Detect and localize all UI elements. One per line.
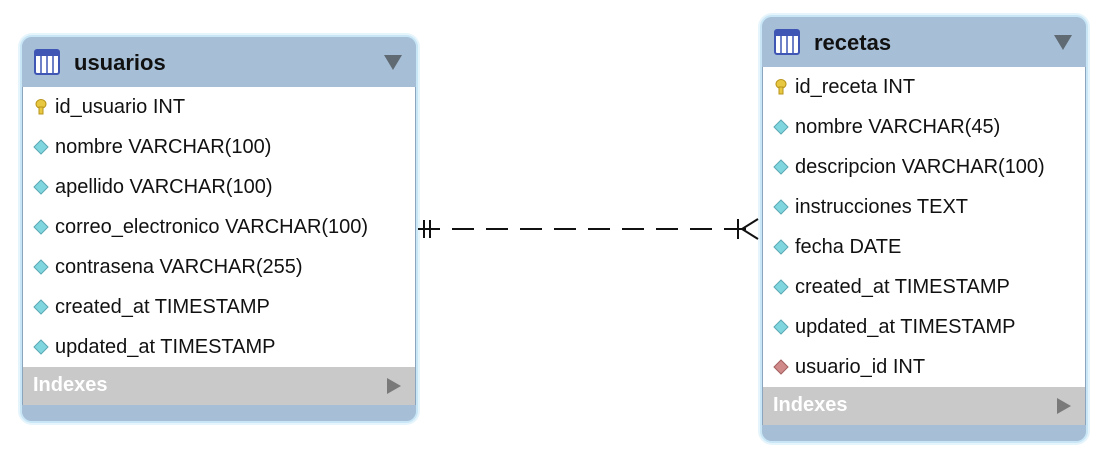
column-label: nombre VARCHAR(45): [795, 116, 1001, 138]
column-row[interactable]: id_receta INT: [763, 67, 1085, 107]
column-row[interactable]: updated_at TIMESTAMP: [23, 327, 415, 367]
column-list: id_receta INT nombre VARCHAR(45) descrip…: [762, 67, 1086, 387]
column-label: correo_electronico VARCHAR(100): [55, 216, 369, 238]
table-footer: [22, 405, 416, 421]
column-label: created_at TIMESTAMP: [795, 276, 1010, 298]
expand-arrow-icon[interactable]: [387, 378, 401, 394]
column-row[interactable]: correo_electronico VARCHAR(100): [23, 207, 415, 247]
collapse-arrow-icon[interactable]: [384, 55, 402, 70]
column-label: descripcion VARCHAR(100): [795, 156, 1045, 178]
table-recetas[interactable]: recetas id_receta INT nombre VARCHAR(45)…: [760, 15, 1088, 443]
table-usuarios[interactable]: usuarios id_usuario INT nombre VARCHAR(1…: [20, 35, 418, 423]
column-label: contrasena VARCHAR(255): [55, 256, 303, 278]
column-diamond-icon: [773, 239, 789, 255]
table-icon: [774, 29, 800, 55]
column-diamond-icon: [773, 199, 789, 215]
column-label: instrucciones TEXT: [795, 196, 969, 218]
column-label: apellido VARCHAR(100): [55, 176, 273, 198]
column-diamond-icon: [773, 119, 789, 135]
column-label: usuario_id INT: [795, 356, 926, 378]
column-diamond-icon: [33, 219, 49, 235]
table-title: usuarios: [74, 50, 166, 75]
column-diamond-icon: [773, 159, 789, 175]
relationship-connector[interactable]: [414, 214, 762, 244]
table-icon: [34, 49, 60, 75]
table-footer: [762, 425, 1086, 441]
column-diamond-icon: [33, 139, 49, 155]
column-row[interactable]: apellido VARCHAR(100): [23, 167, 415, 207]
crows-foot-icon: [740, 218, 759, 240]
collapse-arrow-icon[interactable]: [1054, 35, 1072, 50]
column-row[interactable]: id_usuario INT: [23, 87, 415, 127]
column-row[interactable]: created_at TIMESTAMP: [763, 267, 1085, 307]
column-row[interactable]: updated_at TIMESTAMP: [763, 307, 1085, 347]
column-diamond-icon: [33, 259, 49, 275]
column-label: updated_at TIMESTAMP: [55, 336, 276, 358]
column-label: fecha DATE: [795, 236, 902, 258]
primary-key-icon: [35, 99, 47, 115]
column-label: created_at TIMESTAMP: [55, 296, 270, 318]
column-diamond-icon: [33, 339, 49, 355]
expand-arrow-icon[interactable]: [1057, 398, 1071, 414]
column-label: updated_at TIMESTAMP: [795, 316, 1016, 338]
column-row[interactable]: contrasena VARCHAR(255): [23, 247, 415, 287]
column-row[interactable]: nombre VARCHAR(45): [763, 107, 1085, 147]
column-row[interactable]: nombre VARCHAR(100): [23, 127, 415, 167]
column-row[interactable]: descripcion VARCHAR(100): [763, 147, 1085, 187]
indexes-section[interactable]: Indexes: [762, 387, 1086, 425]
column-row[interactable]: instrucciones TEXT: [763, 187, 1085, 227]
column-label: nombre VARCHAR(100): [55, 136, 272, 158]
column-row[interactable]: created_at TIMESTAMP: [23, 287, 415, 327]
column-diamond-icon: [773, 279, 789, 295]
table-title: recetas: [814, 30, 892, 55]
indexes-label: Indexes: [33, 374, 108, 396]
column-diamond-icon: [773, 319, 789, 335]
column-label: id_receta INT: [795, 76, 916, 98]
column-row[interactable]: fecha DATE: [763, 227, 1085, 267]
table-header[interactable]: recetas: [762, 17, 1086, 67]
foreign-key-diamond-icon: [773, 359, 789, 375]
column-list: id_usuario INT nombre VARCHAR(100) apell…: [22, 87, 416, 367]
table-header[interactable]: usuarios: [22, 37, 416, 87]
indexes-section[interactable]: Indexes: [22, 367, 416, 405]
column-label: id_usuario INT: [55, 96, 186, 118]
column-diamond-icon: [33, 299, 49, 315]
primary-key-icon: [775, 79, 787, 95]
column-row[interactable]: usuario_id INT: [763, 347, 1085, 387]
indexes-label: Indexes: [773, 394, 848, 416]
column-diamond-icon: [33, 179, 49, 195]
